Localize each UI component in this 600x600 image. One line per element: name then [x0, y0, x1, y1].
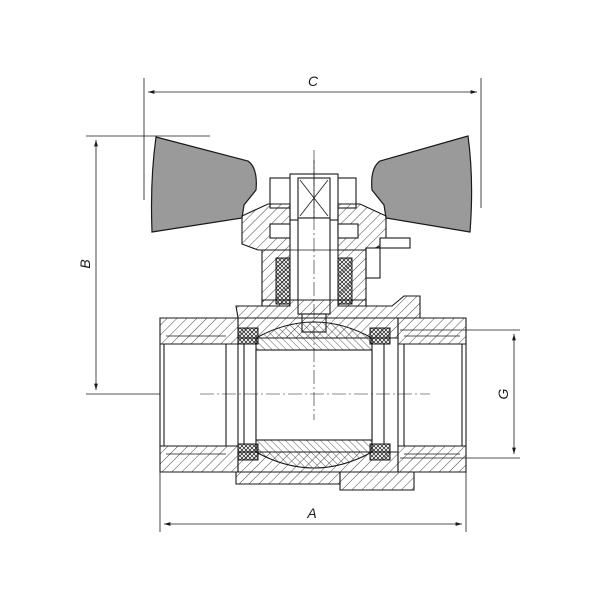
dimension-c-label: C: [308, 73, 319, 89]
dimension-a-label: A: [306, 505, 316, 521]
dimension-g-label: G: [495, 388, 511, 399]
handle-wing-left: [150, 136, 257, 233]
dimension-c: C: [143, 73, 482, 208]
center-lines: [200, 150, 430, 420]
handle-hub: [241, 203, 411, 279]
dimension-a: A: [159, 470, 467, 532]
handle-wing-right: [371, 135, 473, 233]
dimension-b-label: B: [77, 259, 93, 268]
